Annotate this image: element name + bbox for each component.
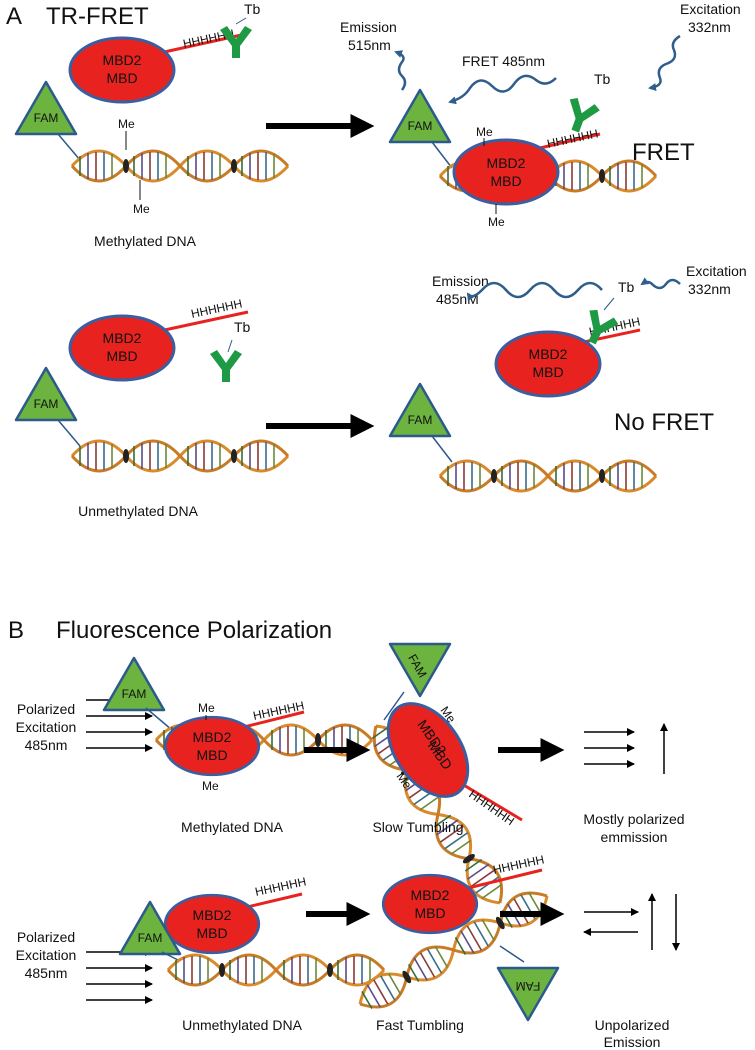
unmethylated-dna-label-a: Unmethylated DNA bbox=[78, 503, 198, 519]
protein-label-line1: MBD2 bbox=[103, 52, 142, 68]
panel-a-title: TR-FRET bbox=[46, 3, 149, 30]
methyl-b1-top: Me bbox=[198, 701, 215, 715]
excitation-bottom-line2: 332nm bbox=[688, 281, 731, 297]
slow-tumbling-label: Slow Tumbling bbox=[372, 819, 463, 835]
panel-a: A TR-FRET MBD2 MBD HHHHHH Tb FAM Me Me M… bbox=[6, 1, 747, 519]
polarized-top-line2: Excitation bbox=[16, 719, 77, 735]
emission-top-line2: 515nm bbox=[348, 37, 391, 53]
methyl-label-bottom: Me bbox=[133, 202, 150, 216]
methyl-complex-top: Me bbox=[476, 125, 493, 139]
polarized-top-line1: Polarized bbox=[17, 701, 75, 717]
terbium-label-br: Tb bbox=[618, 279, 635, 295]
fam-label-bl: FAM bbox=[34, 397, 59, 411]
excitation-top-line1: Excitation bbox=[680, 1, 741, 17]
fam-label-br: FAM bbox=[408, 413, 433, 427]
emission-top-line1: Emission bbox=[340, 19, 397, 35]
fam-label-b3: FAM bbox=[138, 931, 163, 945]
protein-br-line2: MBD bbox=[532, 364, 563, 380]
panel-a-letter: A bbox=[6, 3, 22, 30]
fam-label-complex: FAM bbox=[408, 119, 433, 133]
emission-bottom-line2: 485nM bbox=[436, 291, 479, 307]
mostly-polarized-line2: emmission bbox=[601, 829, 668, 845]
protein-b4-line2: MBD bbox=[414, 905, 445, 921]
b-bottom-emission: Unpolarized Emission bbox=[583, 893, 680, 1050]
fam-label-b4: FAM bbox=[516, 979, 541, 993]
a-top-left-protein: MBD2 MBD HHHHHH bbox=[68, 26, 248, 104]
emission-wave-bottom bbox=[466, 281, 603, 302]
protein-b3-line2: MBD bbox=[196, 925, 227, 941]
unpolarized-line1: Unpolarized bbox=[595, 1017, 670, 1033]
terbium-label: Tb bbox=[244, 1, 261, 17]
protein-br-line1: MBD2 bbox=[529, 346, 568, 362]
terbium-label-complex: Tb bbox=[594, 71, 611, 87]
protein-bl-line1: MBD2 bbox=[103, 330, 142, 346]
protein-bl-line2: MBD bbox=[106, 348, 137, 364]
polarized-bottom-line1: Polarized bbox=[17, 929, 75, 945]
b-top-excitation: Polarized Excitation 485nm bbox=[16, 696, 153, 753]
methylated-dna-label-b: Methylated DNA bbox=[181, 819, 284, 835]
fret-485-label: FRET 485nm bbox=[462, 53, 545, 69]
protein-complex-line2: MBD bbox=[490, 173, 521, 189]
his-tag-label-b2: HHHHHH bbox=[466, 787, 517, 828]
a-bottom-right: Emission 485nM Excitation 332nm Tb HHHHH… bbox=[388, 263, 747, 493]
a-bottom-left: HHHHHH MBD2 MBD Tb FAM Unmethylated DNA bbox=[14, 296, 290, 519]
emission-wave bbox=[394, 50, 407, 91]
fast-tumbling-label: Fast Tumbling bbox=[376, 1017, 464, 1033]
b-top-complex: FAM HHHHHH MBD2 MBD Me Me Methylated DNA bbox=[102, 656, 374, 835]
excitation-wave-top bbox=[648, 34, 681, 92]
a-top-left-dna: Me Me Methylated DNA bbox=[70, 117, 290, 249]
panel-b-title: Fluorescence Polarization bbox=[56, 617, 332, 644]
protein-label-line2: MBD bbox=[106, 70, 137, 86]
methyl-label-top: Me bbox=[118, 117, 135, 131]
methylated-dna-label-a: Methylated DNA bbox=[94, 233, 197, 249]
fret-result-label: FRET bbox=[632, 139, 695, 166]
polarized-top-line3: 485nm bbox=[25, 737, 68, 753]
protein-b3-line1: MBD2 bbox=[193, 907, 232, 923]
a-top-right-complex: Emission 515nm FRET 485nm Excitation 332… bbox=[340, 1, 741, 229]
a-top-left-fam: FAM bbox=[14, 80, 81, 161]
his-tag-label-b4: HHHHHH bbox=[492, 852, 546, 877]
b-slow-tumbling: FAM HHHHHH MBD2 MBD Me Me Slow Tumbling bbox=[362, 642, 523, 914]
b-fast-tumbling: HHHHHH MBD2 MBD FAM Fast Tumbling bbox=[351, 852, 560, 1033]
protein-b1-line2: MBD bbox=[196, 747, 227, 763]
protein-complex-line1: MBD2 bbox=[487, 155, 526, 171]
polarized-bottom-line2: Excitation bbox=[16, 947, 77, 963]
excitation-top-line2: 332nm bbox=[688, 19, 731, 35]
mostly-polarized-line1: Mostly polarized bbox=[583, 811, 684, 827]
unpolarized-line2: Emission bbox=[604, 1034, 661, 1050]
excitation-wave-bottom bbox=[640, 277, 681, 290]
methyl-b1-bottom: Me bbox=[202, 779, 219, 793]
protein-b1-line1: MBD2 bbox=[193, 729, 232, 745]
panel-b-letter: B bbox=[8, 617, 24, 644]
fam-label-b1: FAM bbox=[122, 687, 147, 701]
protein-b4-line1: MBD2 bbox=[411, 887, 450, 903]
excitation-bottom-line1: Excitation bbox=[686, 263, 747, 279]
no-fret-result-label: No FRET bbox=[614, 409, 714, 436]
methyl-complex-bottom: Me bbox=[488, 215, 505, 229]
b-top-emission: Mostly polarized emmission bbox=[583, 723, 685, 845]
a-top-left-antibody: Tb bbox=[220, 1, 261, 58]
b-bottom-unbound: HHHHHH MBD2 MBD FAM Unmethylated DNA bbox=[118, 874, 386, 1033]
fret-wave bbox=[448, 74, 557, 105]
panel-b: B Fluorescence Polarization Polarized Ex… bbox=[8, 617, 685, 1050]
b-bottom-excitation: Polarized Excitation 485nm bbox=[16, 929, 153, 1004]
emission-bottom-line1: Emission bbox=[432, 273, 489, 289]
unmethylated-dna-label-b: Unmethylated DNA bbox=[182, 1017, 302, 1033]
terbium-label-bl: Tb bbox=[234, 319, 251, 335]
polarized-bottom-line3: 485nm bbox=[25, 965, 68, 981]
fam-label: FAM bbox=[34, 111, 59, 125]
